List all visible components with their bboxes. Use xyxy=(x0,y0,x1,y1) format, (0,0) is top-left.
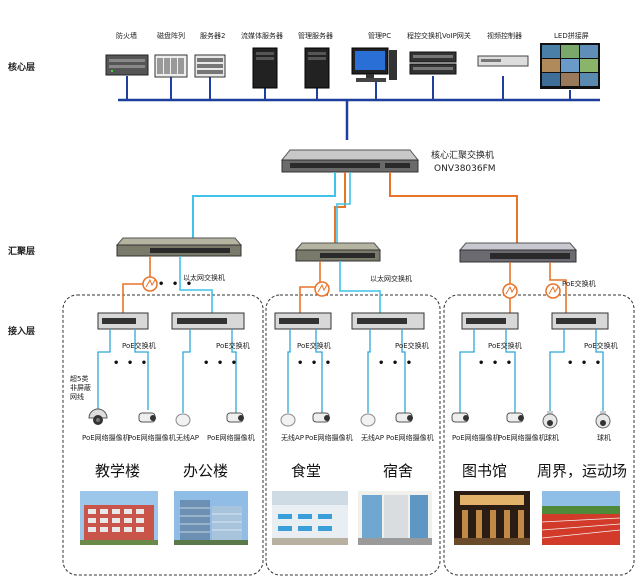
device-label-video-wall: LED拼接屏 xyxy=(554,32,589,40)
poe-switch xyxy=(551,312,609,330)
poe-switch xyxy=(274,312,332,330)
more-devices-dots: • • • xyxy=(378,358,415,369)
speed-dome-camera-icon xyxy=(542,411,558,429)
building-photo-canteen xyxy=(272,491,348,545)
device-label-server2: 服务器2 xyxy=(200,32,226,40)
bullet-camera-icon xyxy=(226,412,244,423)
poe-switch-label: PoE交换机 xyxy=(216,342,250,350)
device-label-disk-array: 磁盘阵列 xyxy=(157,32,185,40)
layer-label-aggregation: 汇聚层 xyxy=(8,247,36,257)
endpoint-label: 无线AP xyxy=(361,434,385,442)
bullet-camera-icon xyxy=(451,412,469,423)
disk-array-icon xyxy=(154,54,188,78)
core-bus xyxy=(118,76,600,140)
poe-switch xyxy=(97,312,149,330)
endpoint-label: PoE网络摄像机 xyxy=(305,434,353,442)
wireless-ap-icon xyxy=(175,413,191,427)
device-label-firewall: 防火墙 xyxy=(116,32,137,40)
endpoint-label: PoE网络摄像机 xyxy=(498,434,546,442)
poe-switch-label: PoE交换机 xyxy=(562,280,596,288)
tower-server-icon xyxy=(252,47,278,89)
building-photo-sports-field xyxy=(541,491,621,545)
layer-label-core: 核心层 xyxy=(8,63,36,73)
endpoint-label: PoE网络摄像机 xyxy=(452,434,500,442)
endpoint-label: PoE网络摄像机 xyxy=(386,434,434,442)
building-photo-dormitory xyxy=(358,491,432,545)
poe-switch-label: PoE交换机 xyxy=(488,342,522,350)
cable-note-line3: 网线 xyxy=(70,393,84,401)
endpoint-label: PoE网络摄像机 xyxy=(128,434,176,442)
poe-switch-label: PoE交换机 xyxy=(122,342,156,350)
more-devices-dots: • • • xyxy=(478,358,515,369)
aggregation-switch-2 xyxy=(294,242,382,262)
poe-switch xyxy=(351,312,425,330)
bullet-camera-icon xyxy=(138,412,156,423)
cable-note-line1: 超5类 xyxy=(70,375,89,383)
fiber-transceiver-icon xyxy=(142,276,158,292)
more-devices-dots: • • • xyxy=(158,279,195,290)
speed-dome-camera-icon xyxy=(595,411,611,429)
more-devices-dots: • • • xyxy=(567,358,604,369)
more-devices-dots: • • • xyxy=(113,358,150,369)
desktop-pc-icon xyxy=(351,47,397,82)
building-name-canteen: 食堂 xyxy=(291,462,322,480)
endpoint-label: 球机 xyxy=(597,434,611,442)
cable-note-line2: 非屏蔽 xyxy=(70,384,91,392)
ethernet-switch-label: 以太网交换机 xyxy=(183,274,225,282)
wireless-ap-icon xyxy=(360,413,376,427)
building-name-sports-field: 周界，运动场 xyxy=(537,462,628,480)
more-devices-dots: • • • xyxy=(297,358,334,369)
ethernet-switch-label: 以太网交换机 xyxy=(370,275,412,283)
building-photo-teaching xyxy=(80,491,158,545)
server-icon xyxy=(194,54,226,78)
fiber-transceiver-icon xyxy=(314,281,330,297)
building-name-office: 办公楼 xyxy=(183,462,229,480)
device-label-management-server: 管理服务器 xyxy=(298,32,333,40)
poe-switch xyxy=(171,312,245,330)
bullet-camera-icon xyxy=(312,412,330,423)
layer-label-access: 接入层 xyxy=(8,327,36,337)
endpoint-label: PoE网络摄像机 xyxy=(82,434,130,442)
poe-switch xyxy=(461,312,519,330)
core-switch-model: ONV38036FM xyxy=(434,164,496,174)
core-switch xyxy=(280,149,420,173)
bullet-camera-icon xyxy=(506,412,524,423)
building-photo-office xyxy=(174,491,248,545)
device-label-video-controller: 视频控制器 xyxy=(487,32,522,40)
device-label-streaming-server: 流媒体服务器 xyxy=(241,32,283,40)
access-zone-boxes xyxy=(62,294,635,576)
endpoint-links xyxy=(97,329,604,413)
endpoint-label: PoE网络摄像机 xyxy=(207,434,255,442)
dome-camera-icon xyxy=(88,408,108,425)
poe-switch-label: PoE交换机 xyxy=(395,342,429,350)
poe-switch-label: PoE交换机 xyxy=(584,342,618,350)
aggregation-switch-1 xyxy=(115,237,243,257)
poe-switch-label: PoE交换机 xyxy=(297,342,331,350)
building-name-library: 图书馆 xyxy=(462,462,508,480)
bullet-camera-icon xyxy=(395,412,413,423)
fiber-transceiver-icon xyxy=(502,283,518,299)
fiber-transceiver-icon xyxy=(545,283,561,299)
video-wall-icon xyxy=(540,43,600,89)
wireless-ap-icon xyxy=(280,413,296,427)
device-label-voip-gateway: 程控交换机VoIP网关 xyxy=(407,32,471,40)
building-photo-library xyxy=(454,491,530,545)
core-switch-name: 核心汇聚交换机 xyxy=(431,151,495,161)
more-devices-dots: • • • xyxy=(203,358,240,369)
endpoint-label: 无线AP xyxy=(176,434,200,442)
building-name-dormitory: 宿舍 xyxy=(383,462,414,480)
building-name-teaching: 教学楼 xyxy=(95,462,141,480)
device-label-management-pc: 管理PC xyxy=(368,32,392,40)
endpoint-label: 球机 xyxy=(545,434,559,442)
video-controller-icon xyxy=(477,55,529,67)
voip-gateway-icon xyxy=(409,51,457,75)
tower-server-icon xyxy=(304,47,330,89)
endpoint-label: 无线AP xyxy=(281,434,305,442)
uplinks xyxy=(192,172,518,243)
firewall-icon xyxy=(105,54,149,76)
aggregation-switch-3 xyxy=(458,242,578,263)
